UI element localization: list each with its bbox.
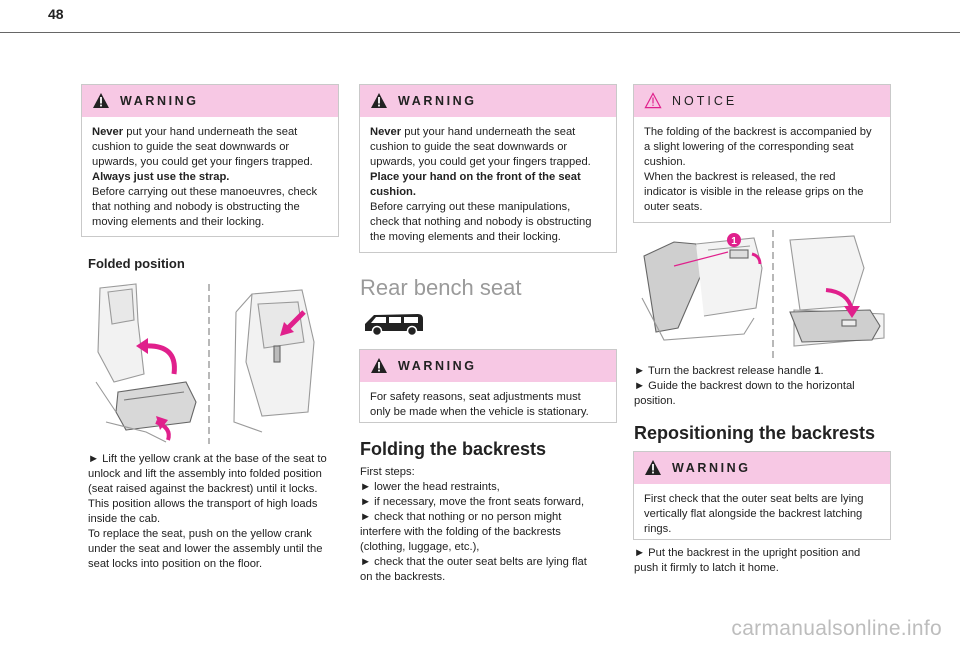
warning-title: WARNING <box>672 461 751 475</box>
folded-position-text: ► Lift the yellow crank at the base of t… <box>88 452 343 572</box>
page-number: 48 <box>48 6 64 22</box>
warning-text: For safety reasons, seat adjustments mus… <box>370 391 581 403</box>
col1-warning-box: WARNING Never put your hand underneath t… <box>81 84 339 237</box>
seat-fold-illustration <box>95 283 315 444</box>
text-line: (clothing, luggage, etc.), <box>360 541 480 553</box>
warning-text: Before carrying out these manoeuvres, ch… <box>92 186 318 198</box>
warning-header: WARNING <box>360 85 616 117</box>
notice-text: When the backrest is released, the red <box>644 171 836 183</box>
folding-backrests-heading: Folding the backrests <box>360 439 547 459</box>
notice-text: outer seats. <box>644 201 703 213</box>
text-line: ► check that the outer seat belts are ly… <box>360 556 587 568</box>
callout-badge <box>727 233 741 247</box>
warning-title: WARNING <box>398 94 477 108</box>
notice-title: NOTICE <box>672 94 738 108</box>
text-line: . <box>820 365 824 377</box>
warning-text: vertically flat alongside the backrest l… <box>644 508 863 520</box>
warning-body: Never put your hand underneath the seat … <box>360 117 616 255</box>
folding-backrests-text: First steps: ► lower the head restraints… <box>360 465 616 585</box>
text-line: seat locks into position on the floor. <box>88 558 263 570</box>
top-rule <box>0 32 960 33</box>
col3-warning-box: WARNING First check that the outer seat … <box>633 451 891 540</box>
warning-body: First check that the outer seat belts ar… <box>634 484 890 547</box>
warning-text: put your hand underneath the seat <box>123 126 298 138</box>
text-line: This position allows the transport of hi… <box>88 498 318 510</box>
folded-position-heading: Folded position <box>88 256 185 271</box>
warning-text: check that nothing and nobody is obstruc… <box>370 216 592 228</box>
text-line: ► Turn the backrest release handle <box>634 365 815 377</box>
warning-text: upwards, you could get your fingers trap… <box>92 156 313 168</box>
warning-triangle-icon <box>371 93 387 108</box>
text-line: ► Put the backrest in the upright positi… <box>634 547 861 559</box>
warning-text: upwards, you could get your fingers trap… <box>370 156 591 168</box>
notice-header: NOTICE <box>634 85 890 117</box>
warning-bold-text: cushion. <box>370 186 416 198</box>
warning-text: that nothing and nobody is obstructing t… <box>92 201 300 213</box>
text-line: ► lower the head restraints, <box>360 481 500 493</box>
van-icon <box>365 314 423 337</box>
warning-text: Before carrying out these manipulations, <box>370 201 571 213</box>
warning-title: WARNING <box>398 359 477 373</box>
warning-body: Never put your hand underneath the seat … <box>82 117 338 240</box>
warning-triangle-icon <box>371 358 387 373</box>
notice-text: a slight lowering of the corresponding s… <box>644 141 854 153</box>
rear-bench-illustration: 1 <box>641 230 885 358</box>
warning-text: only be made when the vehicle is station… <box>370 406 589 418</box>
rear-bench-seat-title: Rear bench seat <box>360 275 522 300</box>
col3-notice-box: NOTICE The folding of the backrest is ac… <box>633 84 891 223</box>
warning-text: put your hand underneath the seat <box>401 126 576 138</box>
text-line: push it firmly to latch it home. <box>634 562 779 574</box>
warning-bold-text: Never <box>92 126 124 138</box>
col2-warning-box: WARNING Never put your hand underneath t… <box>359 84 617 253</box>
text-line: First steps: <box>360 466 415 478</box>
warning-text: the moving elements and their locking. <box>370 231 561 243</box>
text-line: (seat raised against the backrest) until… <box>88 483 318 495</box>
text-line: position. <box>634 395 676 407</box>
warning-bold-text: Never <box>370 126 402 138</box>
text-line: ► check that nothing or no person might <box>360 511 562 523</box>
text-line: unlock and lift the assembly into folded… <box>88 468 322 480</box>
warning-bold-text: Place your hand on the front of the seat <box>370 171 581 183</box>
warning-triangle-icon <box>93 93 109 108</box>
warning-text: moving elements and their locking. <box>92 216 265 228</box>
callout-number: 1 <box>731 236 737 247</box>
warning-title: WARNING <box>120 94 199 108</box>
warning-text: First check that the outer seat belts ar… <box>644 493 864 505</box>
text-line: interfere with the folding of the backre… <box>360 526 561 538</box>
notice-text: cushion. <box>644 156 686 168</box>
warning-text: rings. <box>644 523 672 535</box>
col2-warning2-box: WARNING For safety reasons, seat adjustm… <box>359 349 617 423</box>
notice-body: The folding of the backrest is accompani… <box>634 117 890 225</box>
text-line: ► Lift the yellow crank at the base of t… <box>88 453 327 465</box>
warning-text: cushion to guide the seat downwards or <box>370 141 568 153</box>
warning-header: WARNING <box>82 85 338 117</box>
repositioning-backrests-heading: Repositioning the backrests <box>634 423 876 443</box>
warning-bold-text: Always just use the strap. <box>92 171 230 183</box>
repositioning-text: ► Put the backrest in the upright positi… <box>634 546 890 576</box>
warning-header: WARNING <box>634 452 890 484</box>
backrest-steps: ► Turn the backrest release handle 1. ► … <box>634 364 890 409</box>
watermark: carmanualsonline.info <box>731 617 942 640</box>
notice-text: indicator is visible in the release grip… <box>644 186 864 198</box>
text-line: under the seat and lower the assembly un… <box>88 543 323 555</box>
warning-triangle-icon <box>645 460 661 475</box>
warning-text: cushion to guide the seat downwards or <box>92 141 290 153</box>
handle-reference: 1 <box>814 365 821 377</box>
text-line: inside the cab. <box>88 513 161 525</box>
warning-body: For safety reasons, seat adjustments mus… <box>360 382 616 430</box>
notice-text: The folding of the backrest is accompani… <box>644 126 872 138</box>
text-line: on the backrests. <box>360 571 446 583</box>
text-line: ► Guide the backrest down to the horizon… <box>634 380 855 392</box>
text-line: To replace the seat, push on the yellow … <box>88 528 312 540</box>
warning-header: WARNING <box>360 350 616 382</box>
text-line: ► if necessary, move the front seats for… <box>360 496 585 508</box>
notice-triangle-icon <box>644 92 662 109</box>
